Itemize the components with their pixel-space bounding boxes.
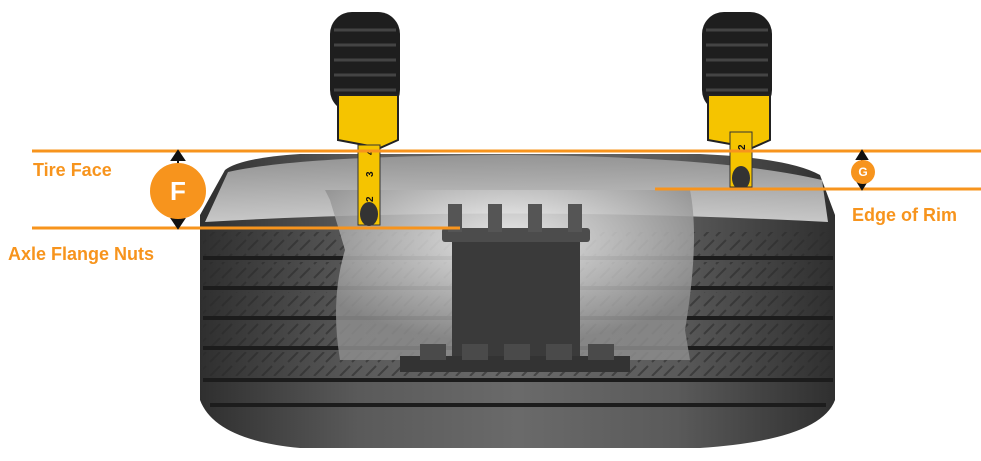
tape-mark-right-1: 2	[737, 144, 748, 150]
label-tire-face: Tire Face	[33, 160, 112, 180]
hub-flange	[442, 228, 590, 242]
tape-mark-left-1: 2	[365, 196, 376, 202]
base-nut-3	[504, 344, 530, 360]
tape-case-right	[702, 12, 772, 112]
hub-base	[400, 356, 630, 372]
badge-f: F	[150, 163, 206, 219]
tape-hook-left	[360, 202, 378, 226]
tape-measure-right	[702, 12, 772, 190]
base-nut-2	[462, 344, 488, 360]
flange-stud-1	[448, 204, 462, 232]
tape-measure-left	[330, 12, 400, 226]
tape-body-right	[707, 94, 771, 150]
tape-mark-left-2: 3	[365, 171, 376, 177]
flange-stud-2	[488, 204, 502, 232]
label-axle-flange-nuts: Axle Flange Nuts	[8, 244, 155, 264]
axle-hub	[400, 204, 630, 372]
badge-g: G	[851, 160, 875, 184]
tape-hook-right	[732, 166, 750, 190]
base-nut-5	[588, 344, 614, 360]
tape-body-left	[337, 94, 399, 150]
base-nut-1	[420, 344, 446, 360]
flange-stud-3	[528, 204, 542, 232]
base-nut-4	[546, 344, 572, 360]
flange-stud-4	[568, 204, 582, 232]
tape-case-left	[330, 12, 400, 112]
hub-body	[452, 240, 580, 362]
measurement-lines	[32, 149, 981, 230]
label-edge-of-rim: Edge of Rim	[852, 205, 958, 225]
